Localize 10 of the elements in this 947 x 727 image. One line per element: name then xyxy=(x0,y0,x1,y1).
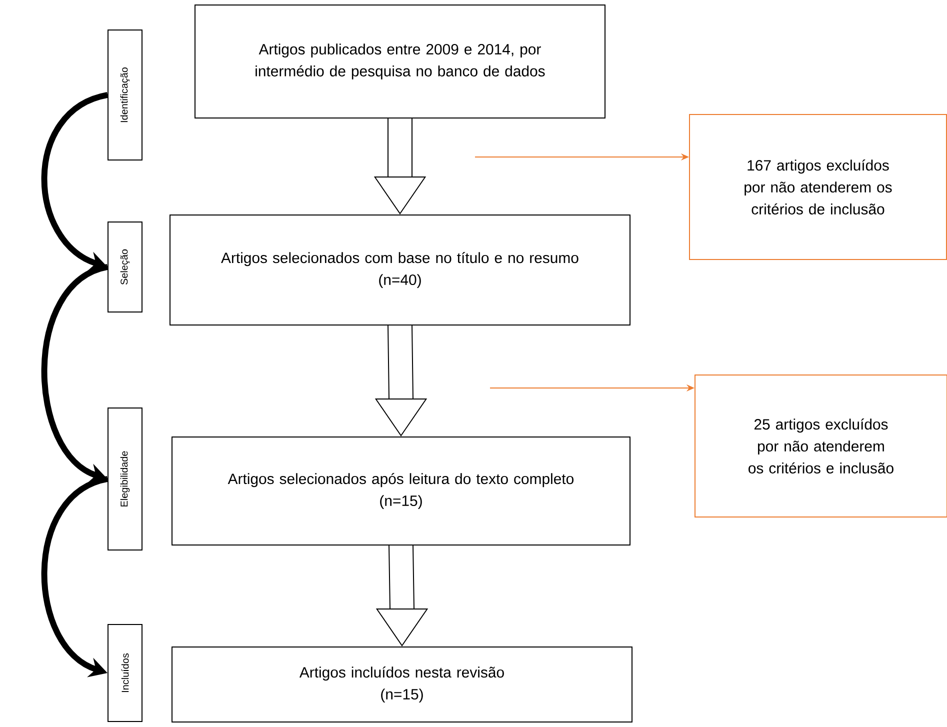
stage-label: Elegibilidade xyxy=(108,407,142,550)
process-box: Artigos incluídos nesta revisão (n=15) xyxy=(172,646,632,722)
stage-label: Incluídos xyxy=(108,624,142,722)
process-box: Artigos selecionados após leitura do texto completo (n=15) xyxy=(172,436,630,546)
stage-label: Seleção xyxy=(108,221,142,312)
process-box: Artigos selecionados com base no título e no resumo (n=40) xyxy=(170,214,630,326)
exclusion-box: 167 artigos excluídos por não atenderem os critérios de inclusão xyxy=(689,114,947,260)
process-box: Artigos publicados entre 2009 e 2014, por intermédio de pesquisa no banco de dados xyxy=(194,4,606,118)
exclusion-box: 25 artigos excluídos por não atenderem os critérios e inclusão xyxy=(694,374,947,518)
stage-label: Identificação xyxy=(108,30,142,160)
